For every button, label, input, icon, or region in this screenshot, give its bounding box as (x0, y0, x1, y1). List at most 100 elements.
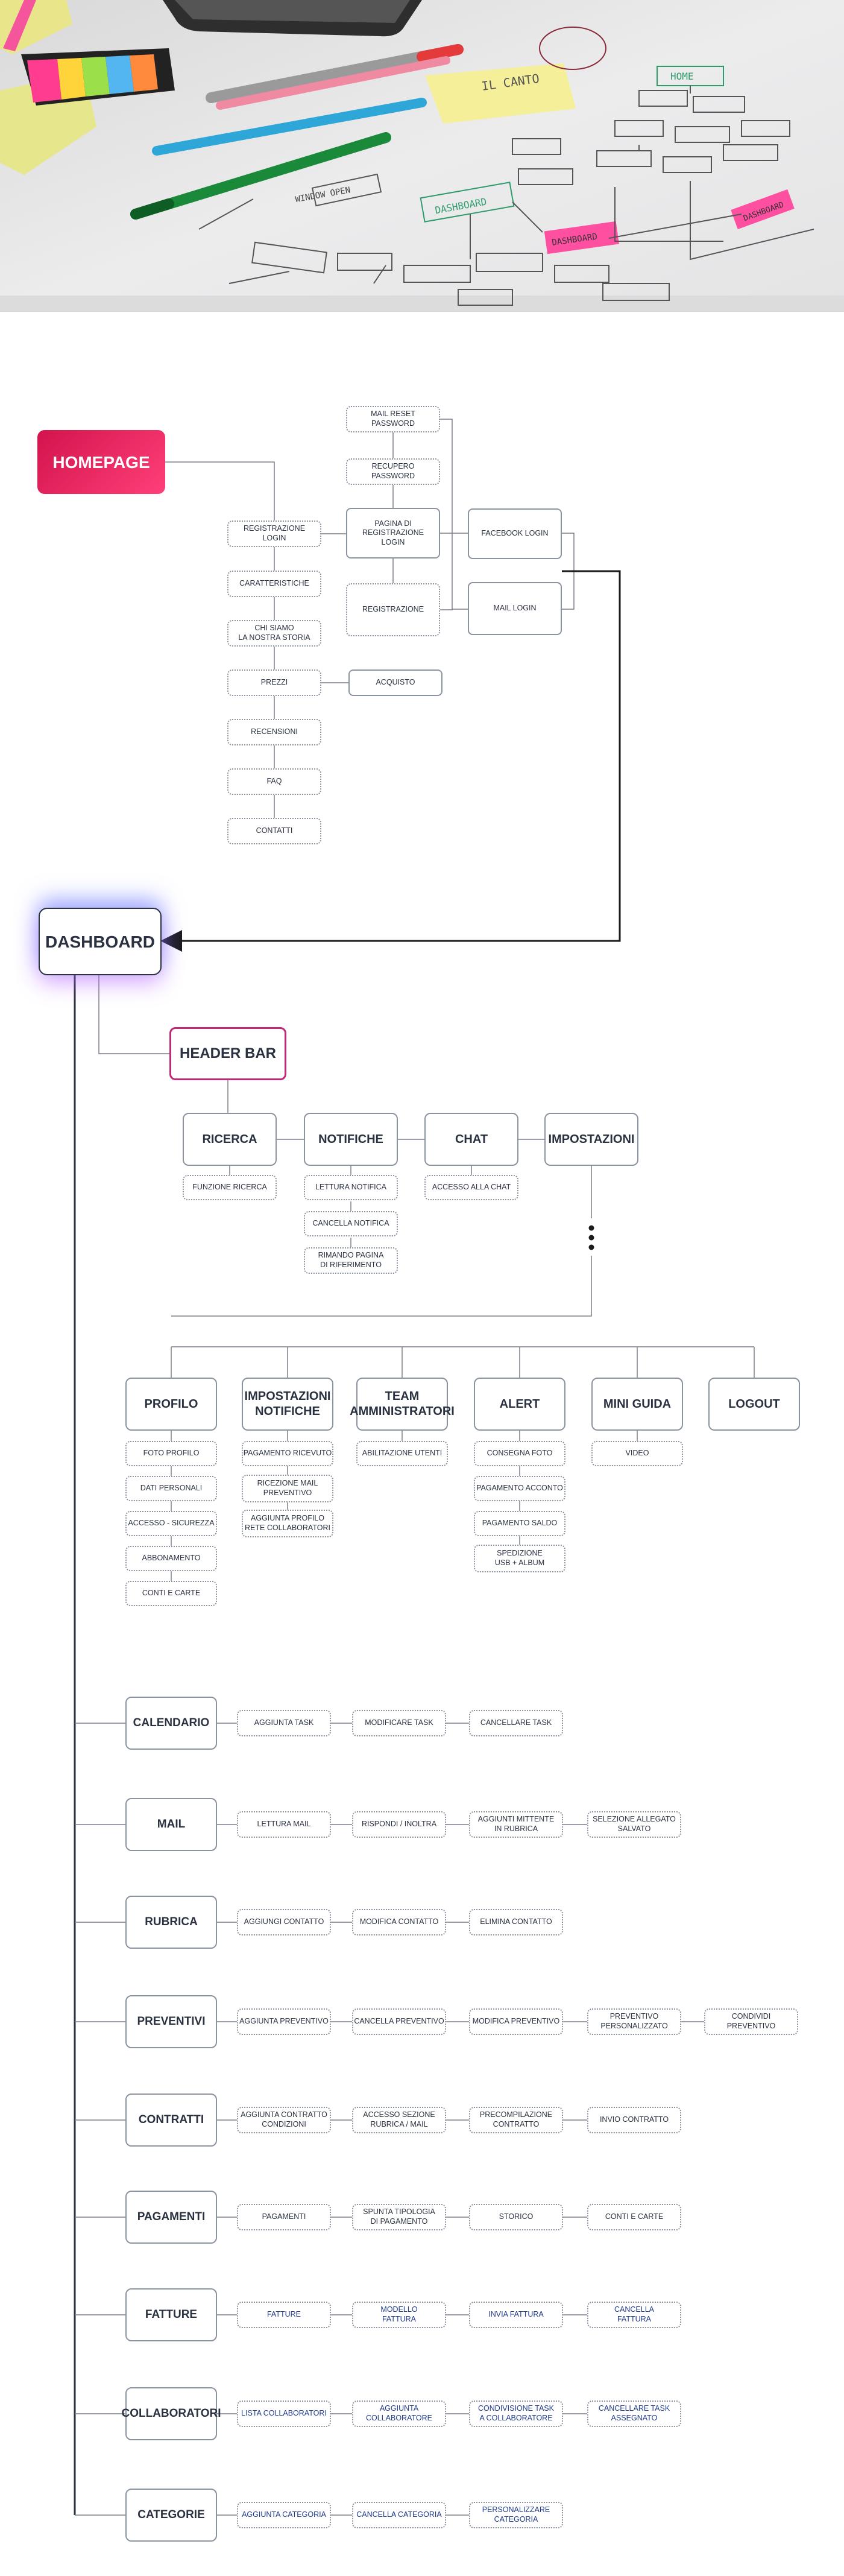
header-item-impostazioni[interactable]: IMPOSTAZIONI (544, 1113, 638, 1166)
section-item-accesso-sezione-rubrica-mail[interactable]: ACCESSO SEZIONE RUBRICA / MAIL (352, 2107, 446, 2133)
section-item-aggiunta-collaboratore[interactable]: AGGIUNTA COLLABORATORE (352, 2400, 446, 2427)
login-right-bracket-line (440, 419, 453, 610)
settings-subitem-consegna-foto[interactable]: CONSEGNA FOTO (474, 1441, 565, 1466)
section-preventivi[interactable]: PREVENTIVI (125, 1995, 217, 2048)
header-item-ricerca[interactable]: RICERCA (183, 1113, 277, 1166)
section-item-cancellare-task-assegnato[interactable]: CANCELLARE TASK ASSEGNATO (587, 2400, 681, 2427)
settings-subitem-conti-e-carte[interactable]: CONTI E CARTE (125, 1581, 217, 1606)
login-item-pagina-di-registrazione-login[interactable]: PAGINA DI REGISTRAZIONE LOGIN (346, 508, 440, 559)
section-item-fatture[interactable]: FATTURE (237, 2302, 331, 2328)
homepage-trunk-line (165, 461, 275, 831)
settings-item-logout[interactable]: LOGOUT (708, 1378, 800, 1431)
settings-subitem-video[interactable]: VIDEO (591, 1441, 683, 1466)
homepage-item-recensioni[interactable]: RECENSIONI (227, 719, 321, 745)
settings-subitem-pagamento-acconto[interactable]: PAGAMENTO ACCONTO (474, 1476, 565, 1501)
section-item-preventivo-personalizzato[interactable]: PREVENTIVO PERSONALIZZATO (587, 2008, 681, 2035)
section-item-aggiunti-mittente-in-rubrica[interactable]: AGGIUNTI MITTENTE IN RUBRICA (469, 1811, 563, 1838)
section-item-invia-fattura[interactable]: INVIA FATTURA (469, 2302, 563, 2328)
settings-subitem-spedizione-usb-album[interactable]: SPEDIZIONE USB + ALBUM (474, 1545, 565, 1572)
section-item-pagamenti[interactable]: PAGAMENTI (237, 2204, 331, 2230)
facebook-login-node[interactable]: FACEBOOK LOGIN (468, 508, 562, 559)
homepage-item-prezzi[interactable]: PREZZI (227, 669, 321, 696)
section-item-aggiunta-contratto-condizioni[interactable]: AGGIUNTA CONTRATTO CONDIZIONI (237, 2107, 331, 2133)
settings-subitem-aggiunta-profilo-rete-collaboratori[interactable]: AGGIUNTA PROFILO RETE COLLABORATORI (242, 1510, 333, 1537)
header-subitem-cancella-notifica[interactable]: CANCELLA NOTIFICA (304, 1211, 398, 1236)
section-item-spunta-tipologia-di-pagamento[interactable]: SPUNTA TIPOLOGIA DI PAGAMENTO (352, 2204, 446, 2230)
login-item-recupero-password-label: RECUPERO PASSWORD (371, 462, 415, 480)
header-subitem-funzione-ricerca[interactable]: FUNZIONE RICERCA (183, 1175, 277, 1200)
section-item-selezione-allegato-salvato[interactable]: SELEZIONE ALLEGATO SALVATO (587, 1811, 681, 1838)
header-subitem-rimando-pagina-di-riferimento[interactable]: RIMANDO PAGINA DI RIFERIMENTO (304, 1247, 398, 1274)
section-item-rispondi-inoltra-label: RISPONDI / INOLTRA (361, 1820, 437, 1829)
section-item-aggiunta-collaboratore-label: AGGIUNTA COLLABORATORE (366, 2404, 432, 2422)
header-subitem-accesso-alla-chat[interactable]: ACCESSO ALLA CHAT (424, 1175, 518, 1200)
section-calendario[interactable]: CALENDARIO (125, 1697, 217, 1750)
section-item-rispondi-inoltra[interactable]: RISPONDI / INOLTRA (352, 1811, 446, 1838)
dashboard-node[interactable]: DASHBOARD (39, 908, 162, 975)
homepage-item-chi-siamo-la-nostra-storia[interactable]: CHI SIAMO LA NOSTRA STORIA (227, 620, 321, 647)
section-item-condivisione-task-a-collaboratore-label: CONDIVISIONE TASK A COLLABORATORE (478, 2404, 554, 2422)
settings-subitem-abbonamento[interactable]: ABBONAMENTO (125, 1546, 217, 1571)
section-item-aggiunta-categoria[interactable]: AGGIUNTA CATEGORIA (237, 2502, 331, 2528)
header-item-notifiche[interactable]: NOTIFICHE (304, 1113, 398, 1166)
header-item-chat[interactable]: CHAT (424, 1113, 518, 1166)
section-item-aggiunta-task[interactable]: AGGIUNTA TASK (237, 1710, 331, 1736)
homepage-item-caratteristiche[interactable]: CARATTERISTICHE (227, 571, 321, 597)
settings-item-impostazioni-notifiche-label: IMPOSTAZIONI NOTIFICHE (244, 1390, 331, 1418)
login-item-registrazione[interactable]: REGISTRAZIONE (346, 583, 440, 636)
settings-subitem-accesso-sicurezza[interactable]: ACCESSO - SICUREZZA (125, 1511, 217, 1536)
settings-subitem-pagamento-saldo[interactable]: PAGAMENTO SALDO (474, 1511, 565, 1536)
section-item-modifica-contatto[interactable]: MODIFICA CONTATTO (352, 1909, 446, 1935)
settings-item-impostazioni-notifiche[interactable]: IMPOSTAZIONI NOTIFICHE (242, 1378, 333, 1431)
section-item-modificare-task[interactable]: MODIFICARE TASK (352, 1710, 446, 1736)
section-contratti[interactable]: CONTRATTI (125, 2093, 217, 2147)
section-item-lista-collaboratori[interactable]: LISTA COLLABORATORI (237, 2400, 331, 2427)
dashboard-node-label: DASHBOARD (45, 932, 155, 951)
section-collaboratori[interactable]: COLLABORATORI (122, 2387, 221, 2440)
section-item-condivisione-task-a-collaboratore[interactable]: CONDIVISIONE TASK A COLLABORATORE (469, 2400, 563, 2427)
settings-item-alert[interactable]: ALERT (474, 1378, 565, 1431)
header-subitem-lettura-notifica[interactable]: LETTURA NOTIFICA (304, 1175, 398, 1200)
section-item-elimina-contatto[interactable]: ELIMINA CONTATTO (469, 1909, 563, 1935)
header-bar-node[interactable]: HEADER BAR (169, 1027, 286, 1080)
section-rubrica[interactable]: RUBRICA (125, 1896, 217, 1949)
settings-subitem-abilitazione-utenti[interactable]: ABILITAZIONE UTENTI (356, 1441, 448, 1466)
acquisto-node[interactable]: ACQUISTO (348, 669, 442, 696)
section-item-conti-e-carte[interactable]: CONTI E CARTE (587, 2204, 681, 2230)
settings-subitem-ricezione-mail-preventivo[interactable]: RICEZIONE MAIL PREVENTIVO (242, 1475, 333, 1502)
settings-item-mini-guida[interactable]: MINI GUIDA (591, 1378, 683, 1431)
section-item-aggiungi-contatto[interactable]: AGGIUNGI CONTATTO (237, 1909, 331, 1935)
homepage-item-contatti[interactable]: CONTATTI (227, 818, 321, 844)
settings-item-profilo[interactable]: PROFILO (125, 1378, 217, 1431)
section-item-aggiunta-preventivo[interactable]: AGGIUNTA PREVENTIVO (237, 2008, 331, 2035)
section-item-modello-fattura[interactable]: MODELLO FATTURA (352, 2302, 446, 2328)
section-item-invio-contratto[interactable]: INVIO CONTRATTO (587, 2107, 681, 2133)
settings-subitem-foto-profilo[interactable]: FOTO PROFILO (125, 1441, 217, 1466)
homepage-item-registrazione-login[interactable]: REGISTRAZIONE LOGIN (227, 521, 321, 547)
section-item-cancella-fattura[interactable]: CANCELLA FATTURA (587, 2302, 681, 2328)
section-item-cancella-preventivo[interactable]: CANCELLA PREVENTIVO (352, 2008, 446, 2035)
section-categorie[interactable]: CATEGORIE (125, 2489, 217, 2542)
settings-subitem-dati-personali[interactable]: DATI PERSONALI (125, 1476, 217, 1501)
section-item-condividi-preventivo[interactable]: CONDIVIDI PREVENTIVO (704, 2008, 798, 2035)
section-item-cancellare-task[interactable]: CANCELLARE TASK (469, 1710, 563, 1736)
settings-subitem-pagamento-ricevuto[interactable]: PAGAMENTO RICEVUTO (242, 1441, 333, 1466)
section-item-storico[interactable]: STORICO (469, 2204, 563, 2230)
ellipsis-dot-icon (588, 1225, 594, 1231)
section-pagamenti[interactable]: PAGAMENTI (125, 2191, 217, 2244)
section-mail[interactable]: MAIL (125, 1798, 217, 1851)
settings-item-team-amministratori[interactable]: TEAM AMMINISTRATORI (350, 1378, 455, 1431)
login-item-recupero-password[interactable]: RECUPERO PASSWORD (346, 458, 440, 485)
section-item-personalizzare-categoria[interactable]: PERSONALIZZARE CATEGORIA (469, 2502, 563, 2528)
homepage-node[interactable]: HOMEPAGE (37, 430, 165, 494)
section-item-cancella-categoria[interactable]: CANCELLA CATEGORIA (352, 2502, 446, 2528)
section-fatture[interactable]: FATTURE (125, 2288, 217, 2341)
section-item-lettura-mail[interactable]: LETTURA MAIL (237, 1811, 331, 1838)
mail-login-node[interactable]: MAIL LOGIN (468, 582, 562, 635)
homepage-item-faq[interactable]: FAQ (227, 768, 321, 795)
login-item-mail-reset-password[interactable]: MAIL RESET PASSWORD (346, 406, 440, 432)
section-item-precompilazione-contratto[interactable]: PRECOMPILAZIONE CONTRATTO (469, 2107, 563, 2133)
section-item-modifica-preventivo[interactable]: MODIFICA PREVENTIVO (469, 2008, 563, 2035)
login-item-mail-reset-password-label: MAIL RESET PASSWORD (371, 410, 415, 428)
section-item-aggiunta-preventivo-label: AGGIUNTA PREVENTIVO (239, 2017, 329, 2026)
